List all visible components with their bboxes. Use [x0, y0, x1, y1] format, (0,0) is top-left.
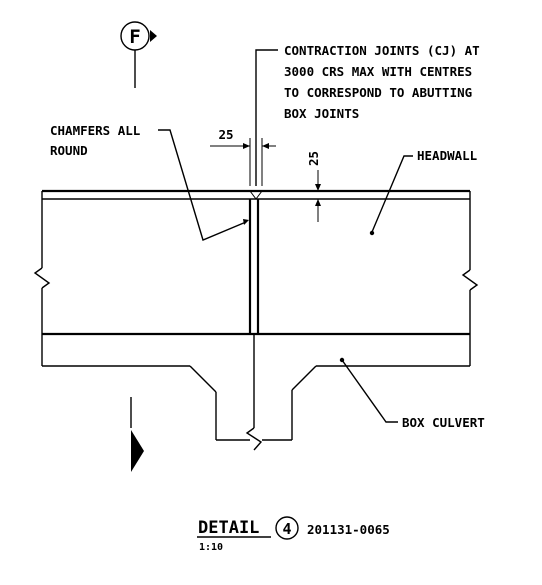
cj-leader-line — [255, 49, 278, 186]
joint-width-dimension: 25 — [210, 127, 276, 186]
cj-note-line-1: CONTRACTION JOINTS (CJ) AT — [284, 43, 480, 58]
chamfers-note-line-1: CHAMFERS ALL — [50, 123, 141, 138]
box-culvert-label: BOX CULVERT — [402, 415, 485, 430]
chamfers-leader-line — [158, 129, 247, 241]
headwall-note: HEADWALL — [369, 148, 478, 236]
drawing-reference: 201131-0065 — [307, 522, 390, 537]
chamfers-note-line-2: ROUND — [50, 143, 88, 158]
title-block: DETAIL 1:10 4 201131-0065 — [197, 516, 390, 553]
joint-width-value: 25 — [218, 127, 233, 142]
detail-number: 4 — [282, 520, 291, 538]
section-arrow-icon — [131, 430, 144, 472]
headwall-label: HEADWALL — [417, 148, 478, 163]
cj-note-line-4: BOX JOINTS — [284, 106, 359, 121]
cj-note-line-3: TO CORRESPOND TO ABUTTING — [284, 85, 472, 100]
detail-label: DETAIL — [198, 518, 259, 538]
box-culvert-section — [42, 334, 470, 451]
detail-scale: 1:10 — [199, 542, 223, 553]
chamfers-note: CHAMFERS ALL ROUND — [50, 123, 249, 241]
box-culvert-note: BOX CULVERT — [339, 357, 485, 430]
contraction-joint-note: CONTRACTION JOINTS (CJ) AT 3000 CRS MAX … — [255, 43, 480, 186]
grid-marker: F — [120, 21, 157, 88]
grid-marker-label: F — [129, 26, 140, 48]
cj-note-line-2: 3000 CRS MAX WITH CENTRES — [284, 64, 472, 79]
chamfer-depth-dimension: 25 — [306, 151, 321, 222]
section-cut-marker — [130, 397, 144, 472]
headwall-leader-line — [371, 155, 413, 233]
box-culvert-leader-line — [341, 359, 398, 423]
chamfer-depth-value: 25 — [306, 151, 321, 166]
grid-marker-arrow-icon — [150, 30, 157, 42]
headwall-section — [33, 189, 479, 366]
